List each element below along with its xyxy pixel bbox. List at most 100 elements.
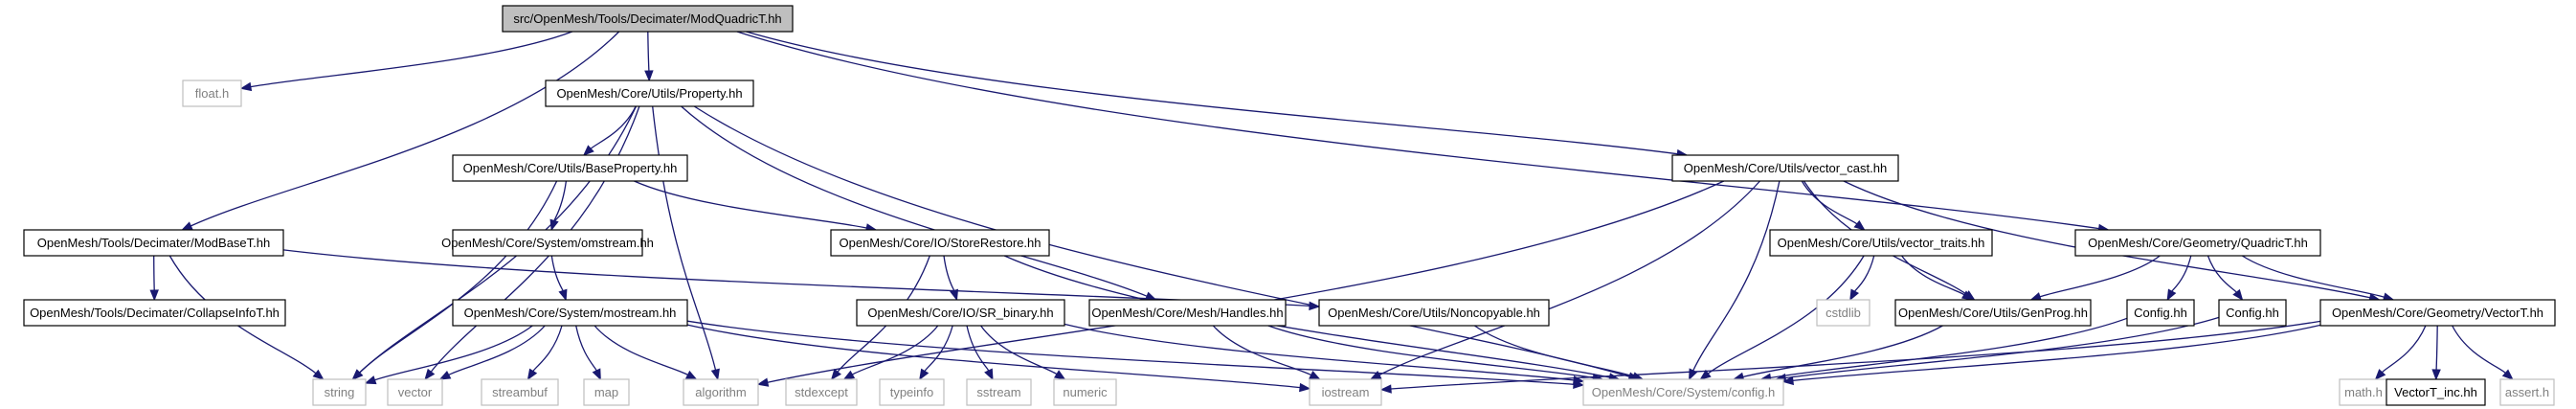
arrowhead-icon <box>239 81 253 92</box>
node-box <box>583 378 630 406</box>
edge-line <box>2206 255 2237 293</box>
arrowhead-icon <box>830 368 841 381</box>
arrowhead-icon <box>2431 369 2441 381</box>
edge-line <box>1064 323 1575 381</box>
node-label: sstream <box>976 385 1020 399</box>
node-n13[interactable]: OpenMesh/Core/Mesh/Handles.hh <box>1088 299 1287 327</box>
node-n27: sstream <box>966 378 1032 406</box>
edge-line <box>1742 325 1943 378</box>
edge-line <box>736 31 2099 230</box>
arrowhead-icon <box>364 375 377 385</box>
node-box <box>2319 299 2556 327</box>
edge-line <box>943 255 955 291</box>
node-n31: math.h <box>2339 378 2388 406</box>
node-label: OpenMesh/Core/Utils/vector_traits.hh <box>1778 236 1985 250</box>
node-n17[interactable]: Config.hh <box>2126 299 2195 327</box>
edge-n0-n9 <box>736 31 2110 234</box>
edge-n0-n5 <box>181 31 620 231</box>
node-n10[interactable]: OpenMesh/Tools/Decimater/CollapseInfoT.h… <box>23 299 286 327</box>
node-label: OpenMesh/Core/Utils/Noncopyable.hh <box>1328 306 1540 320</box>
node-n29: iostream <box>1309 378 1382 406</box>
node-box <box>545 80 754 107</box>
edge-n5-n10 <box>149 255 159 302</box>
node-box <box>182 80 242 107</box>
node-box <box>1088 299 1287 327</box>
arrowhead-icon <box>756 377 770 387</box>
edge-line <box>1390 320 2321 390</box>
edge-line <box>1785 316 2220 379</box>
node-n8[interactable]: OpenMesh/Core/Utils/vector_traits.hh <box>1769 229 1993 257</box>
arrowhead-icon <box>312 369 325 380</box>
node-box <box>452 229 643 257</box>
node-n16[interactable]: OpenMesh/Core/Utils/GenProg.hh <box>1894 299 2092 327</box>
edge-line <box>1378 180 1760 376</box>
arrowhead-icon <box>710 368 720 381</box>
node-label: OpenMesh/Core/System/config.h <box>1592 385 1775 399</box>
node-label: OpenMesh/Core/System/omstream.hh <box>441 236 654 250</box>
edge-line <box>1707 255 1865 375</box>
node-n5[interactable]: OpenMesh/Tools/Decimater/ModBaseT.hh <box>23 229 284 257</box>
node-n14[interactable]: OpenMesh/Core/Utils/Noncopyable.hh <box>1318 299 1550 327</box>
node-box <box>387 378 443 406</box>
nodes-layer: src/OpenMesh/Tools/Decimater/ModQuadricT… <box>23 5 2556 406</box>
node-box <box>2074 229 2321 257</box>
node-box <box>481 378 559 406</box>
arrowhead-icon <box>919 368 930 381</box>
edge-n9-n17 <box>2166 255 2192 302</box>
edge-line <box>2452 325 2506 374</box>
node-n1: float.h <box>182 80 242 107</box>
edge-line <box>1854 255 1875 292</box>
edge-line <box>647 31 650 72</box>
node-n12[interactable]: OpenMesh/Core/IO/SR_binary.hh <box>856 299 1065 327</box>
edge-n0-n4 <box>746 31 1689 159</box>
arrowhead-icon <box>558 288 568 302</box>
node-box <box>2386 378 2486 406</box>
edge-n9-n19 <box>2241 255 2395 302</box>
node-n4[interactable]: OpenMesh/Core/Utils/vector_cast.hh <box>1671 154 1899 182</box>
node-label: src/OpenMesh/Tools/Decimater/ModQuadricT… <box>513 11 781 26</box>
edge-line <box>550 255 564 291</box>
node-label: OpenMesh/Core/Utils/vector_cast.hh <box>1684 161 1887 175</box>
node-box <box>1671 154 1899 182</box>
node-box <box>502 5 794 33</box>
node-n32[interactable]: VectorT_inc.hh <box>2386 378 2486 406</box>
edge-line <box>282 249 1310 307</box>
node-box <box>1582 378 1784 406</box>
node-n3[interactable]: OpenMesh/Core/Utils/BaseProperty.hh <box>452 154 688 182</box>
node-n6[interactable]: OpenMesh/Core/System/omstream.hh <box>441 229 654 257</box>
edge-line <box>2039 255 2161 298</box>
node-n22: streambuf <box>481 378 559 406</box>
edge-n2-n3 <box>582 105 637 156</box>
node-n9[interactable]: OpenMesh/Core/Geometry/QuadricT.hh <box>2074 229 2321 257</box>
arrowhead-icon <box>1689 368 1698 381</box>
node-label: OpenMesh/Core/Geometry/QuadricT.hh <box>2088 236 2308 250</box>
edge-n0-n2 <box>644 31 654 82</box>
edge-n16-n30 <box>1732 325 1943 381</box>
edge-line <box>168 255 317 375</box>
edge-n17-n30 <box>1759 317 2128 382</box>
node-box <box>966 378 1032 406</box>
node-n7[interactable]: OpenMesh/Core/IO/StoreRestore.hh <box>830 229 1050 257</box>
edge-line <box>1474 325 1634 377</box>
node-n11[interactable]: OpenMesh/Core/System/mostream.hh <box>452 299 688 327</box>
node-box <box>452 299 688 327</box>
node-label: string <box>325 385 355 399</box>
node-n24: algorithm <box>683 378 759 406</box>
arrowhead-icon <box>1309 371 1321 380</box>
node-label: algorithm <box>695 385 746 399</box>
arrowhead-icon <box>549 218 559 232</box>
edge-line <box>681 105 1148 297</box>
node-n18[interactable]: Config.hh <box>2218 299 2287 327</box>
node-box <box>785 378 858 406</box>
node-label: streambuf <box>492 385 548 399</box>
edge-n9-n16 <box>2029 255 2161 302</box>
edge-n11-n22 <box>526 325 563 381</box>
node-label: math.h <box>2344 385 2383 399</box>
node-n0[interactable]: src/OpenMesh/Tools/Decimater/ModQuadricT… <box>502 5 794 33</box>
node-label: OpenMesh/Core/IO/SR_binary.hh <box>867 306 1053 320</box>
edge-line <box>590 105 637 149</box>
node-n19[interactable]: OpenMesh/Core/Geometry/VectorT.hh <box>2319 299 2556 327</box>
node-box <box>1769 229 1993 257</box>
node-n2[interactable]: OpenMesh/Core/Utils/Property.hh <box>545 80 754 107</box>
edge-n14-n30 <box>1474 325 1645 381</box>
